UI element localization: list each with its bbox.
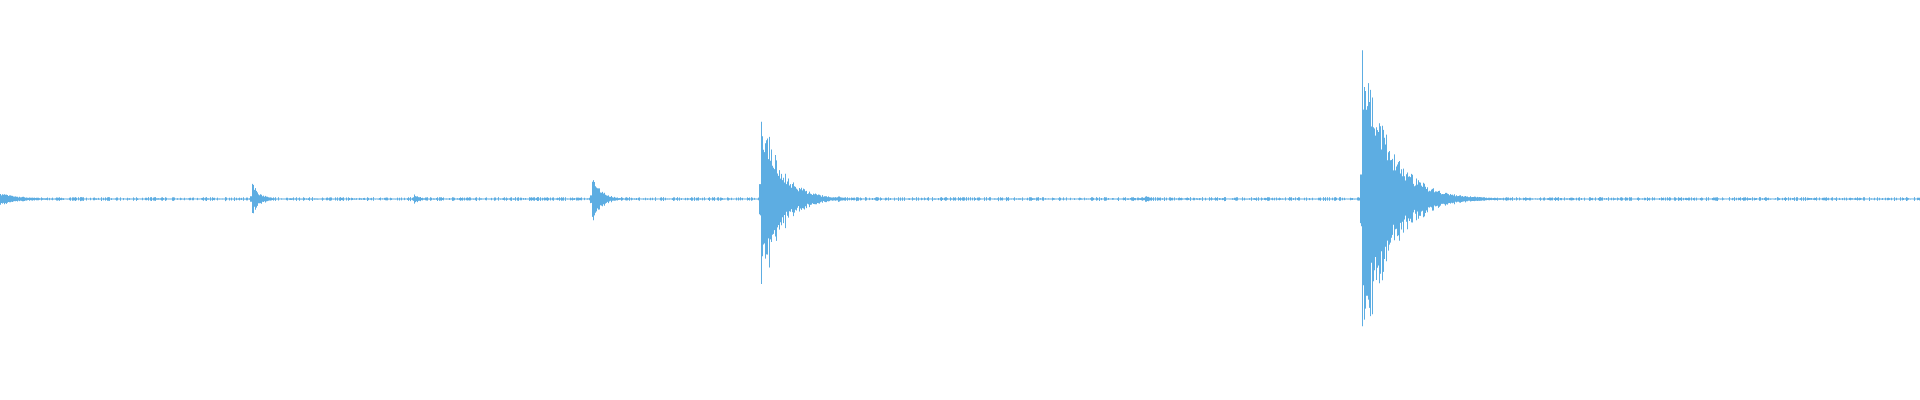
waveform-trace [0,50,1920,327]
waveform-path [0,50,1920,327]
